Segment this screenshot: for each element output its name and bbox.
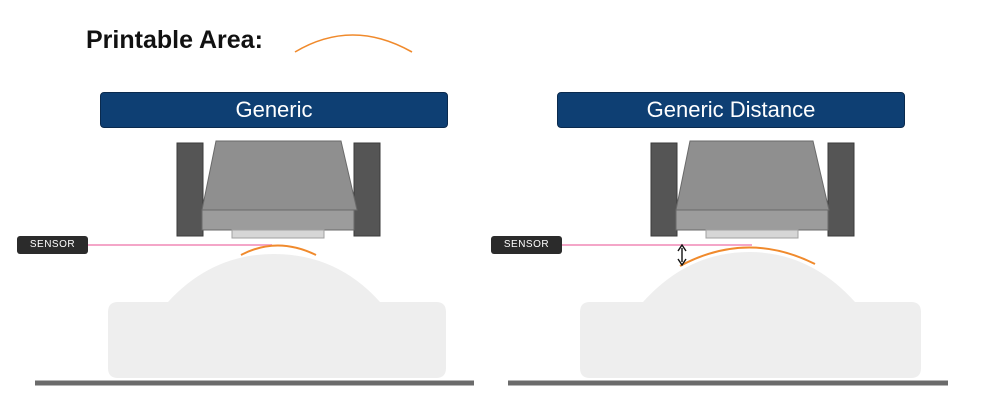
panel-generic-drawing [35, 140, 474, 386]
legend-printable-arc [294, 34, 413, 53]
print-head-plate [201, 209, 355, 231]
panel-generic-distance-drawing [508, 140, 948, 386]
panel-title-generic: Generic [100, 92, 448, 128]
sensor-label: SENSOR [491, 236, 562, 254]
sensor-label: SENSOR [17, 236, 88, 254]
print-head-nozzle [705, 229, 799, 239]
print-head-left-rail [650, 142, 678, 237]
print-head-plate [675, 209, 829, 231]
print-head-body [201, 140, 358, 211]
print-head-right-rail [827, 142, 855, 237]
panel-title-generic-distance: Generic Distance [557, 92, 905, 128]
distance-gap-arrow [677, 243, 687, 267]
print-head-body [675, 140, 830, 211]
print-head-right-rail [353, 142, 381, 237]
legend-label: Printable Area: [86, 26, 263, 54]
printable-area-arc [679, 246, 816, 267]
printable-area-arc [240, 244, 317, 256]
print-head [650, 140, 855, 239]
print-head [176, 140, 381, 239]
print-head-nozzle [231, 229, 325, 239]
object-body [580, 252, 921, 378]
object-body [108, 254, 446, 378]
print-head-left-rail [176, 142, 204, 237]
